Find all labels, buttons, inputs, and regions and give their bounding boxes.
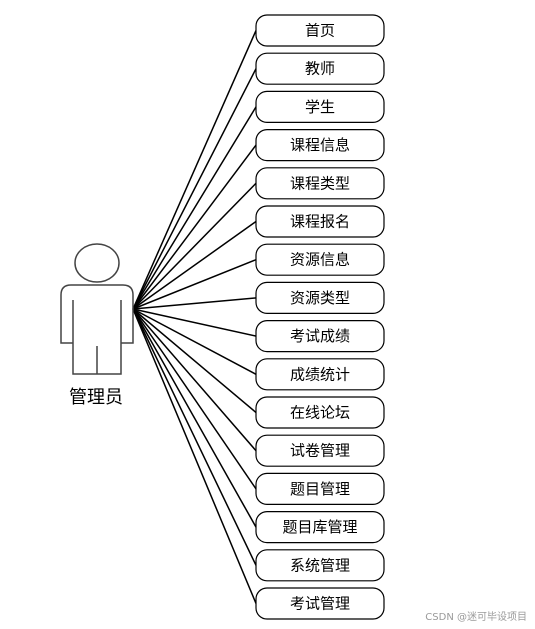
association-line	[132, 259, 257, 310]
association-line	[132, 308, 257, 604]
use-case-node: 课程信息	[255, 129, 385, 162]
use-case-node: 试卷管理	[255, 434, 385, 467]
use-case-box	[255, 587, 385, 620]
use-case-node: 课程报名	[255, 205, 385, 238]
use-case-node: 首页	[255, 14, 385, 47]
association-line	[132, 297, 257, 310]
use-case-box	[255, 243, 385, 276]
use-case-label: 成绩统计	[290, 365, 350, 383]
use-case-box	[255, 396, 385, 429]
association-line	[132, 144, 257, 310]
association-line	[132, 220, 257, 310]
use-case-node: 资源类型	[255, 281, 385, 314]
use-case-label: 学生	[305, 98, 335, 116]
use-case-label: 课程报名	[290, 213, 350, 231]
watermark-text: CSDN @迷可毕设项目	[425, 612, 527, 623]
use-case-label: 题目管理	[290, 480, 350, 498]
association-line	[132, 308, 257, 414]
association-line	[132, 308, 257, 490]
use-case-label: 课程信息	[290, 136, 350, 154]
actor-body	[60, 284, 134, 375]
association-line	[132, 308, 257, 566]
actor-administrator: 管理员	[60, 243, 134, 408]
association-line	[132, 308, 257, 528]
use-case-node: 考试管理	[255, 587, 385, 620]
actor-label: 管理员	[69, 387, 123, 408]
association-lines	[132, 30, 257, 604]
use-case-box	[255, 52, 385, 85]
association-line	[132, 68, 257, 310]
use-case-box	[255, 14, 385, 47]
use-case-label: 资源类型	[290, 289, 350, 307]
use-case-label: 资源信息	[290, 251, 350, 269]
use-case-label: 题目库管理	[282, 518, 357, 536]
use-case-box	[255, 281, 385, 314]
use-case-box	[255, 167, 385, 200]
use-case-box	[255, 434, 385, 467]
association-line	[132, 30, 257, 310]
use-case-box	[255, 205, 385, 238]
use-case-box	[255, 358, 385, 391]
association-line	[132, 308, 257, 337]
use-case-list: 首页教师学生课程信息课程类型课程报名资源信息资源类型考试成绩成绩统计在线论坛试卷…	[255, 14, 385, 620]
use-case-node: 资源信息	[255, 243, 385, 276]
use-case-label: 考试管理	[290, 595, 350, 613]
use-case-box	[255, 511, 385, 544]
use-case-node: 教师	[255, 52, 385, 85]
use-case-box	[255, 320, 385, 353]
use-case-label: 在线论坛	[290, 404, 350, 422]
use-case-box	[255, 90, 385, 124]
use-case-node: 题目管理	[255, 472, 385, 505]
use-case-label: 教师	[305, 60, 335, 78]
use-case-node: 考试成绩	[255, 320, 385, 353]
use-case-box	[255, 472, 385, 505]
use-case-node: 课程类型	[255, 167, 385, 200]
use-case-label: 系统管理	[290, 556, 350, 574]
use-case-label: 课程类型	[290, 174, 350, 192]
use-case-label: 首页	[305, 22, 335, 40]
use-case-node: 在线论坛	[255, 396, 385, 429]
use-case-label: 考试成绩	[290, 327, 350, 345]
use-case-label: 试卷管理	[290, 442, 350, 460]
use-case-box	[255, 549, 385, 582]
use-case-box	[255, 129, 385, 162]
association-line	[132, 106, 257, 310]
association-line	[132, 308, 257, 375]
use-case-node: 学生	[255, 90, 385, 124]
association-line	[132, 308, 257, 452]
association-line	[132, 182, 257, 310]
use-case-node: 系统管理	[255, 549, 385, 582]
use-case-node: 题目库管理	[255, 511, 385, 544]
use-case-node: 成绩统计	[255, 358, 385, 391]
actor-head	[74, 243, 120, 283]
